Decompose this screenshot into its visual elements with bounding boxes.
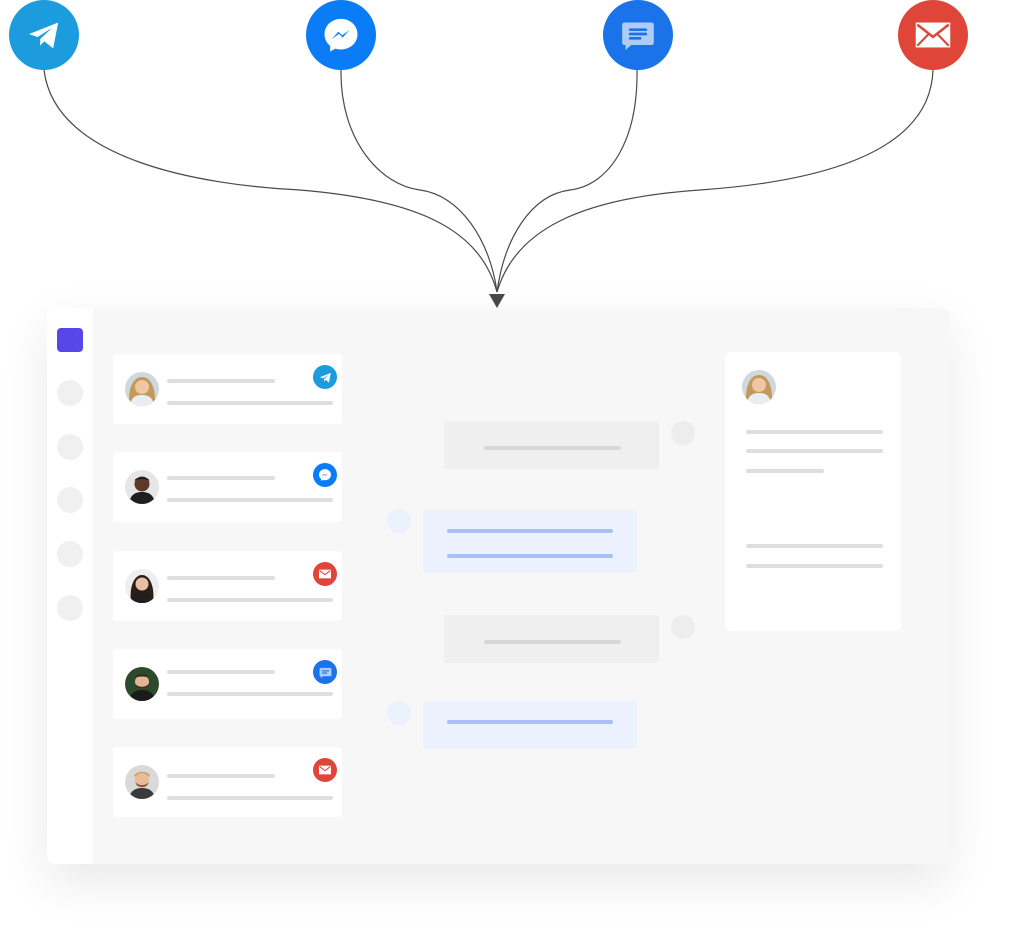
avatar [125,667,159,701]
conversation-item[interactable] [113,551,342,621]
message-line [447,720,613,724]
sidebar [47,308,93,864]
telegram-icon [319,372,331,382]
avatar [125,765,159,799]
telegram-badge [313,365,337,389]
conversation-name-line [167,670,275,674]
sidebar-item[interactable] [57,541,83,567]
conversation-preview-line [167,401,333,405]
telegram-channel [9,0,79,70]
conversation-name-line [167,576,275,580]
conversation-item[interactable] [113,747,342,817]
conversation-item[interactable] [113,354,342,424]
outgoing-message [423,701,637,749]
messenger-connector [340,69,498,293]
sms-channel [603,0,673,70]
avatar [125,372,159,406]
detail-line [746,449,883,453]
message-icon [319,667,331,678]
avatar [125,470,159,504]
message-line [447,529,613,533]
sidebar-item-active[interactable] [57,328,83,352]
detail-line [746,564,883,568]
sender-avatar-placeholder [671,615,695,639]
detail-line [746,430,883,434]
messenger-channel [306,0,376,70]
conversation-name-line [167,774,275,778]
conversation-preview-line [167,498,333,502]
email-badge [313,758,337,782]
telegram-connector [43,69,498,293]
conversation-item[interactable] [113,452,342,522]
messenger-icon [319,469,331,481]
message-line [484,640,621,644]
contact-details-card [725,352,901,631]
sms-connector [496,69,638,293]
email-connector [496,69,934,293]
envelope-icon [319,765,331,775]
sidebar-item[interactable] [57,487,83,513]
envelope-icon [915,22,951,48]
message-line [447,554,613,558]
sidebar-item[interactable] [57,380,83,406]
sms-badge [313,660,337,684]
sidebar-item[interactable] [57,434,83,460]
sender-avatar-placeholder [671,421,695,445]
conversation-preview-line [167,796,333,800]
message-icon [622,22,654,50]
detail-line [746,544,883,548]
conversation-item[interactable] [113,649,342,719]
conversation-name-line [167,379,275,383]
conversation-preview-line [167,692,333,696]
incoming-message [444,421,659,469]
sender-avatar-placeholder [387,701,411,725]
message-line [484,446,621,450]
conversation-preview-line [167,598,333,602]
sender-avatar-placeholder [387,509,411,533]
channel-connectors [43,69,934,308]
arrowhead-icon [489,294,505,308]
outgoing-message [423,510,637,573]
conversation-name-line [167,476,275,480]
telegram-icon [29,22,59,49]
incoming-message [444,615,659,663]
inbox-panel [47,308,949,864]
email-badge [313,562,337,586]
contact-avatar [742,370,776,404]
avatar [125,569,159,603]
messenger-badge [313,463,337,487]
detail-line [746,469,824,473]
sidebar-item[interactable] [57,595,83,621]
envelope-icon [319,569,331,579]
email-channel [898,0,968,70]
messenger-icon [324,18,358,52]
